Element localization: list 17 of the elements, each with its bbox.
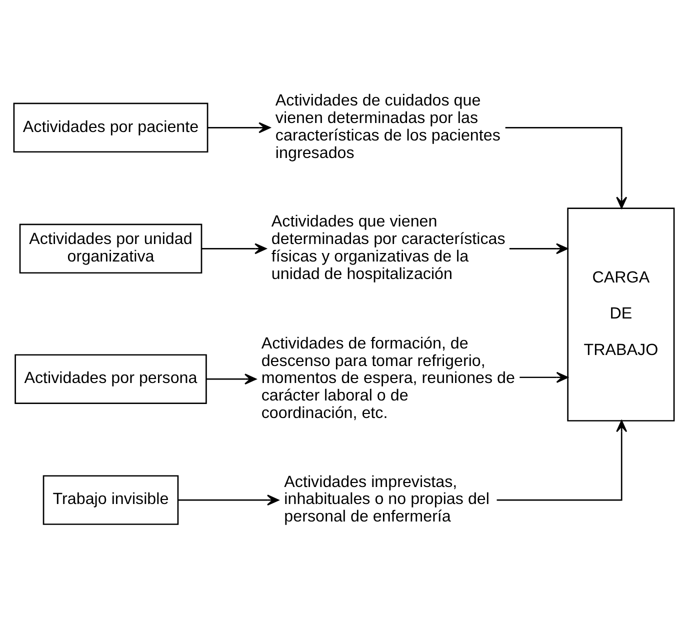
node-text: Actividades imprevistas, inhabituales o no propias del personal de enfermería bbox=[284, 472, 490, 526]
arrow bbox=[505, 127, 628, 209]
node-box: Actividades por paciente bbox=[13, 102, 208, 153]
node-text: Actividades de cuidados que vienen determinadas por las características de los pacientes ingresados bbox=[275, 92, 500, 162]
arrow bbox=[206, 374, 256, 385]
node-box: Actividades por persona bbox=[14, 354, 207, 404]
node-box: CARGA DE TRABAJO bbox=[567, 208, 675, 422]
arrow bbox=[496, 420, 628, 501]
node-box: Actividades por unidad organizativa bbox=[19, 224, 202, 274]
arrow bbox=[509, 243, 568, 254]
arrow bbox=[202, 243, 267, 254]
arrow bbox=[208, 122, 271, 134]
arrow bbox=[520, 372, 568, 383]
node-text: Actividades que vienen determinadas por características físicas y organizativas de la unidad de hospitalización bbox=[271, 212, 506, 284]
node-box: Trabajo invisible bbox=[42, 475, 179, 525]
arrow bbox=[178, 494, 279, 506]
node-text: Actividades de formación, de descenso para tomar refrigerio, momentos de espera, reuniones de carácter laboral o de coordinación, etc. bbox=[261, 334, 516, 422]
